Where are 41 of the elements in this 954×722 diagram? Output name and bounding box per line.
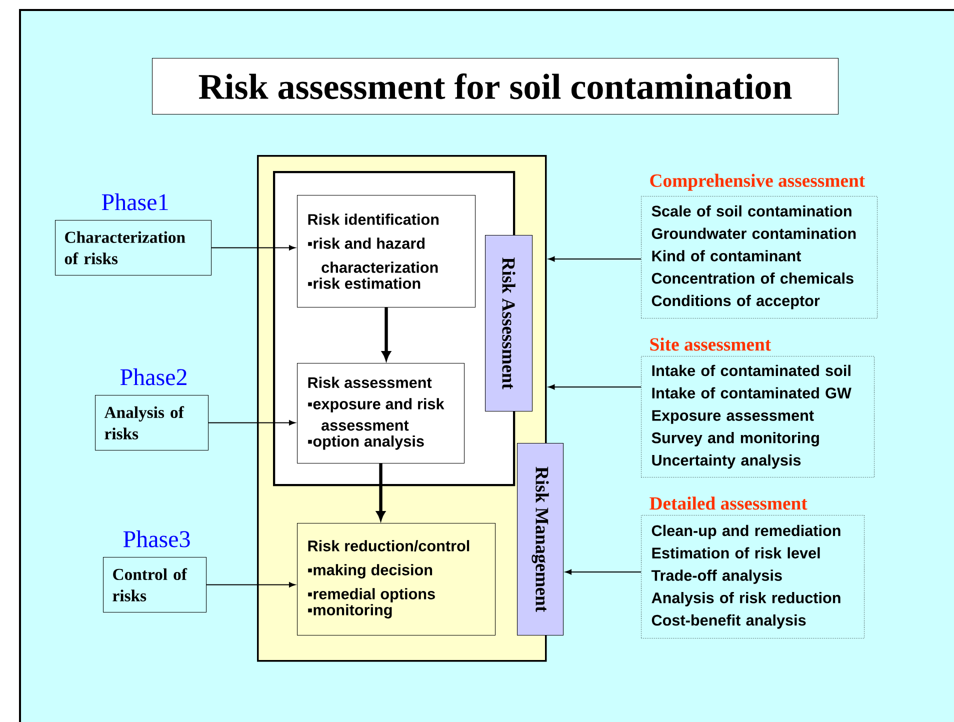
section-heading: Site assessment	[650, 338, 772, 351]
section-heading: Comprehensive assessment	[650, 174, 866, 191]
phase-box: Analysis of risks	[95, 395, 209, 451]
node-label: Intake of contaminated GW	[652, 387, 852, 398]
title-box: Risk assessment for soil contamination	[152, 58, 839, 115]
node-label: Scale of soil contamination	[652, 205, 852, 217]
phase-box: Characterization of risks	[55, 220, 212, 276]
node-label: Exposure assessment	[652, 410, 814, 424]
node-label: Estimation of risk level	[652, 547, 820, 558]
vertical-label-band: Risk Management	[517, 443, 564, 636]
criteria-box: Intake of contaminated soil Intake of contaminated GW Exposure assessment Survey and monitoring Uncertainty analysis	[641, 356, 875, 478]
node-label: Intake of contaminated soil	[652, 364, 850, 376]
arrow	[382, 308, 391, 360]
criteria-box: Clean-up and remediation Estimation of risk level Trade-off analysis Analysis of risk reduction Cost-benefit analysis	[641, 515, 865, 639]
criteria-box: Scale of soil contamination Groundwater contamination Kind of contaminant Concentration of chemicals Conditions of acceptor	[641, 196, 878, 319]
arrow	[565, 569, 641, 575]
node-label: Groundwater contamination	[652, 228, 856, 239]
node-label: Uncertainty analysis	[652, 454, 801, 469]
node-label: Cost-benefit analysis	[652, 614, 806, 629]
arrow	[376, 464, 386, 520]
section-heading: Detailed assessment	[650, 496, 808, 510]
arrow	[548, 384, 641, 390]
node-label: Trade-off analysis	[651, 570, 782, 584]
process-box: Risk identification ▪risk and hazard characterization ▪risk estimation	[297, 195, 476, 308]
vertical-label-band: Risk Assessment	[485, 235, 533, 412]
process-box: Risk reduction/control ▪making decision ▪remedial options ▪monitoring	[297, 523, 496, 636]
arrow	[548, 256, 641, 262]
arrow	[208, 420, 296, 426]
arrow	[212, 245, 296, 250]
node-label: Clean-up and remediation	[652, 524, 840, 540]
phase-label: Phase3	[123, 530, 190, 548]
node-label: Concentration of chemicals	[652, 272, 854, 284]
phase-box: Control of risks	[103, 557, 207, 613]
phase-label: Phase2	[120, 368, 186, 386]
node-label: Conditions of acceptor	[652, 294, 820, 310]
node-label: Survey and monitoring	[652, 432, 819, 446]
arrow	[206, 582, 296, 588]
node-label: Analysis of risk reduction	[652, 592, 840, 606]
phase-label: Phase1	[102, 193, 168, 210]
process-box: Risk assessment ▪exposure and risk assessment ▪option analysis	[297, 363, 465, 464]
node-label: Kind of contaminant	[652, 250, 801, 262]
